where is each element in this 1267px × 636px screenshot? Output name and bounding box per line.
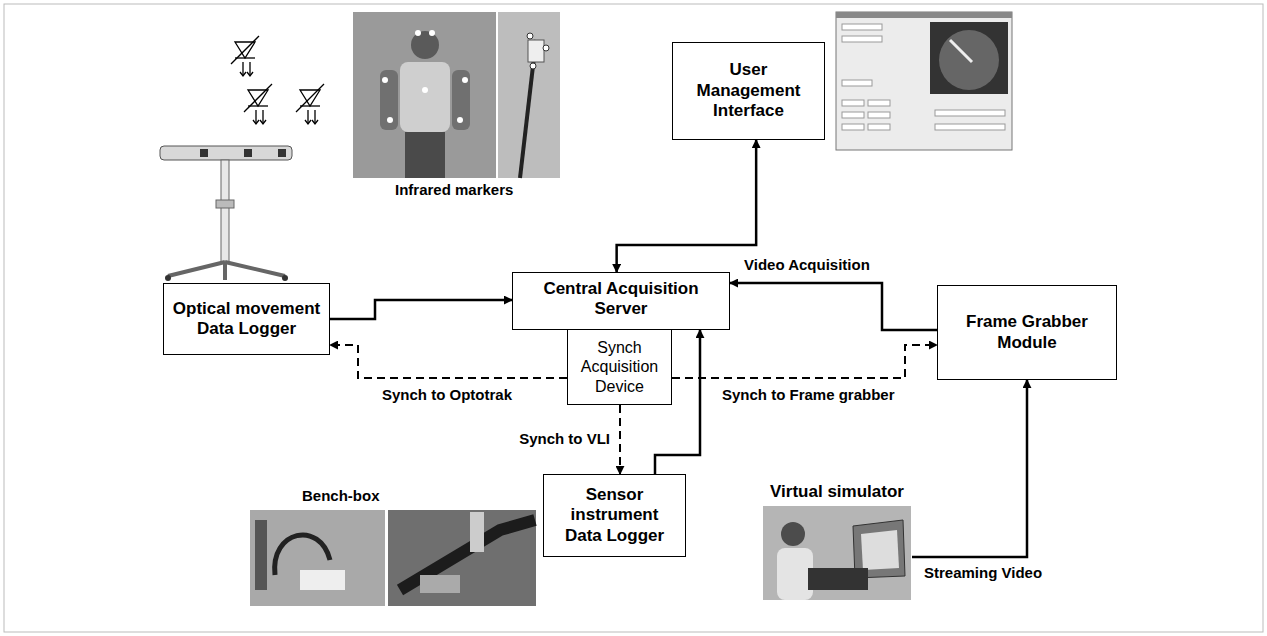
logger-box: Optical movement Data Logger [163, 283, 330, 355]
frame [4, 4, 1263, 632]
box-label: Central Acquisition Server [519, 279, 723, 320]
server-box: Central Acquisition Server [512, 272, 730, 330]
data-line [912, 380, 1027, 557]
data-line [330, 300, 512, 319]
bench-box-photo [250, 510, 536, 606]
interface-screenshot [836, 12, 1012, 150]
sync-line [330, 345, 567, 378]
connector-label: Synch to Frame grabber [720, 386, 897, 404]
box-label: Sensor instrument Data Logger [550, 485, 679, 546]
led-symbol [231, 36, 324, 124]
data-line [730, 283, 937, 330]
connector-label: Synch to VLI [517, 430, 612, 448]
connector-label: Streaming Video [922, 564, 1044, 582]
sync-line [619, 405, 621, 474]
photo-caption: Infrared markers [393, 181, 515, 199]
module-box: Frame Grabber Module [937, 285, 1117, 380]
data-line [617, 140, 757, 272]
simulator-picture [763, 506, 911, 600]
photo-caption: Bench-box [300, 487, 382, 505]
simulator-photo: Virtual simulator [762, 482, 912, 602]
box-label: Frame Grabber Module [944, 312, 1110, 353]
box-label: Synch Acquisition Device [574, 338, 665, 396]
photo-caption: Virtual simulator [770, 482, 904, 502]
interface-box: User Management Interface [672, 42, 825, 140]
sync-line [672, 345, 937, 378]
markers-photo [353, 12, 560, 178]
optotrak-camera [160, 146, 292, 281]
synch-box: Synch Acquisition Device [567, 329, 672, 405]
box-label: User Management Interface [679, 60, 818, 121]
logger-box: Sensor instrument Data Logger [543, 474, 686, 557]
connector-label: Video Acquisition [742, 256, 872, 274]
box-label: Optical movement Data Logger [170, 299, 323, 340]
connector-label: Synch to Optotrak [380, 386, 514, 404]
